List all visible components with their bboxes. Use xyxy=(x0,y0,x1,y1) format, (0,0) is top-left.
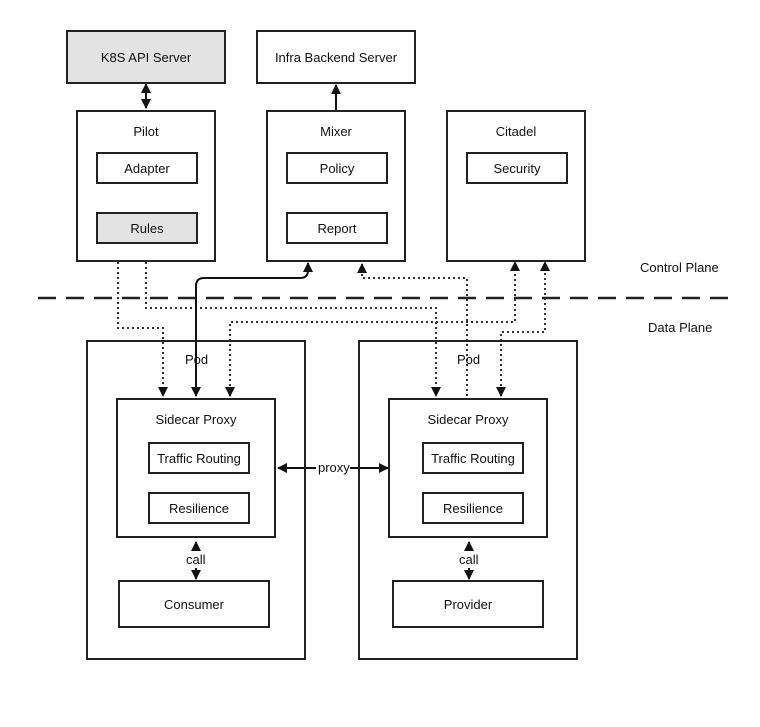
security-box: Security xyxy=(466,152,568,184)
report-label: Report xyxy=(317,220,357,236)
pilot-title: Pilot xyxy=(133,124,159,139)
right-resilience-label: Resilience xyxy=(443,500,503,516)
right-traffic-routing-label: Traffic Routing xyxy=(431,450,515,466)
adapter-label: Adapter xyxy=(124,160,170,176)
right-sidecar-title: Sidecar Proxy xyxy=(427,412,509,427)
right-pod xyxy=(358,340,578,660)
pilot-box: Pilot Adapter Rules xyxy=(76,110,216,262)
mixer-title: Mixer xyxy=(320,124,352,139)
left-traffic-routing-box: Traffic Routing xyxy=(148,442,250,474)
citadel-box: Citadel Security xyxy=(446,110,586,262)
left-pod xyxy=(86,340,306,660)
left-sidecar-title: Sidecar Proxy xyxy=(155,412,237,427)
k8s-api-server-label: K8S API Server xyxy=(100,49,192,65)
control-plane-label: Control Plane xyxy=(640,260,719,275)
policy-label: Policy xyxy=(319,160,355,176)
right-call-label: call xyxy=(459,552,479,567)
adapter-box: Adapter xyxy=(96,152,198,184)
rules-label: Rules xyxy=(130,220,164,236)
left-traffic-routing-label: Traffic Routing xyxy=(157,450,241,466)
security-label: Security xyxy=(493,160,541,176)
consumer-box: Consumer xyxy=(118,580,270,628)
provider-label: Provider xyxy=(443,596,493,612)
report-box: Report xyxy=(286,212,388,244)
right-sidecar-proxy: Sidecar Proxy Traffic Routing Resilience xyxy=(388,398,548,538)
policy-box: Policy xyxy=(286,152,388,184)
citadel-title: Citadel xyxy=(495,124,537,139)
left-pod-title: Pod xyxy=(185,352,209,367)
infra-backend-server-label: Infra Backend Server xyxy=(274,49,398,65)
left-sidecar-proxy: Sidecar Proxy Traffic Routing Resilience xyxy=(116,398,276,538)
right-resilience-box: Resilience xyxy=(422,492,524,524)
provider-box: Provider xyxy=(392,580,544,628)
infra-backend-server: Infra Backend Server xyxy=(256,30,416,84)
proxy-label: proxy xyxy=(318,460,350,475)
k8s-api-server: K8S API Server xyxy=(66,30,226,84)
left-resilience-box: Resilience xyxy=(148,492,250,524)
right-traffic-routing-box: Traffic Routing xyxy=(422,442,524,474)
mixer-box: Mixer Policy Report xyxy=(266,110,406,262)
consumer-label: Consumer xyxy=(164,596,224,612)
left-resilience-label: Resilience xyxy=(169,500,229,516)
left-call-label: call xyxy=(186,552,206,567)
rules-box: Rules xyxy=(96,212,198,244)
data-plane-label: Data Plane xyxy=(648,320,713,335)
right-pod-title: Pod xyxy=(457,352,481,367)
